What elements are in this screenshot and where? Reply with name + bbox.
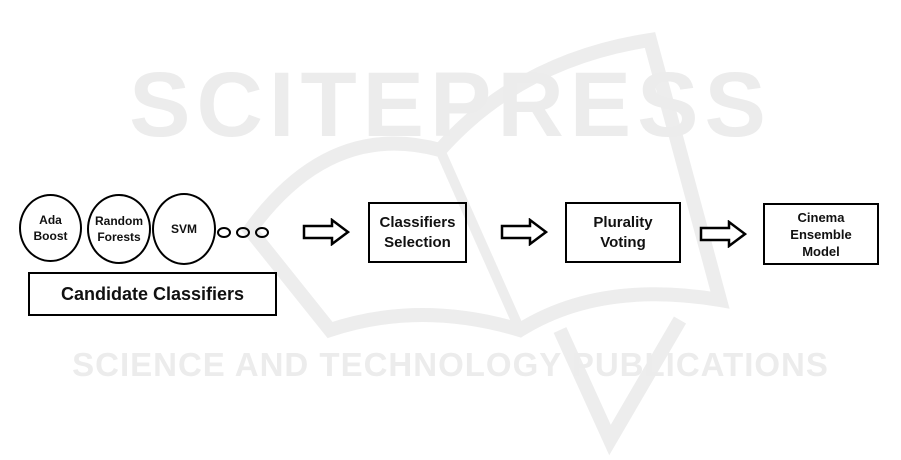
- arrow-right-icon: [302, 218, 350, 246]
- candidate-classifiers-box: Candidate Classifiers: [28, 272, 277, 316]
- classifier-svm: SVM: [152, 193, 216, 265]
- watermark-subtitle: SCIENCE AND TECHNOLOGY PUBLICATIONS: [72, 346, 829, 383]
- plurality-voting-box: Plurality Voting: [565, 202, 681, 263]
- cinema-ensemble-model-box: Cinema Ensemble Model: [763, 203, 879, 265]
- ellipsis-dot: [236, 227, 250, 238]
- watermark-title: SCITEPRESS: [129, 54, 772, 156]
- arrow-right-icon: [500, 218, 548, 246]
- arrow-right-icon: [699, 220, 747, 248]
- ellipsis-dot: [255, 227, 269, 238]
- classifier-random-forests: Random Forests: [87, 194, 151, 264]
- ellipsis-dot: [217, 227, 231, 238]
- classifier-ada-boost: Ada Boost: [19, 194, 82, 262]
- classifiers-selection-box: Classifiers Selection: [368, 202, 467, 263]
